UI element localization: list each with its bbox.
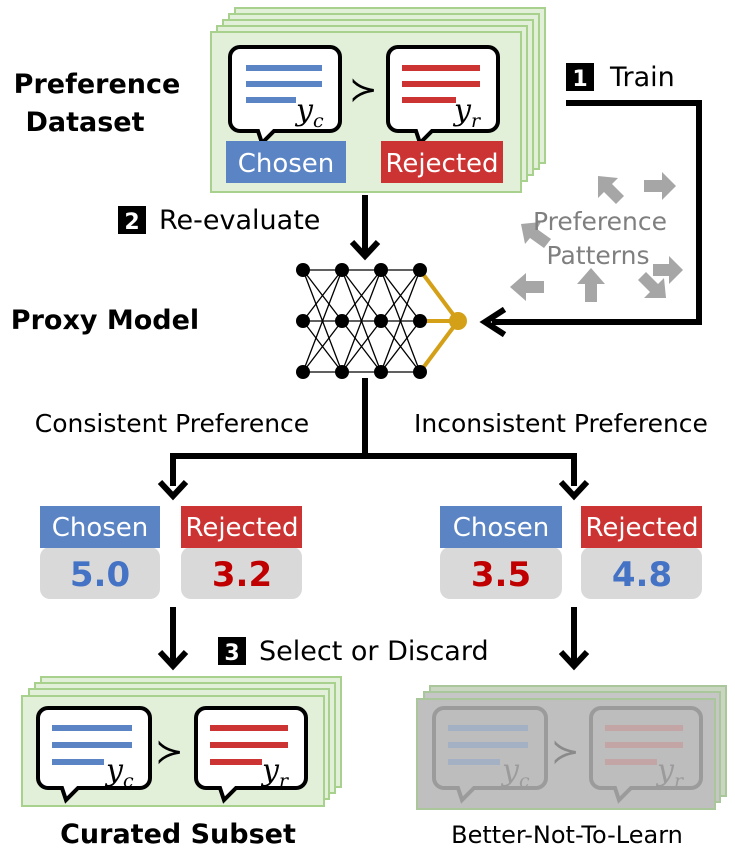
network-output-node [449,312,467,330]
rejected-response-bubble: yr [386,45,500,147]
train-arrow [492,100,702,325]
svg-text:Rejected: Rejected [185,513,298,543]
preference-patterns-label-2: Patterns [547,241,650,270]
dataset-rejected-tag [381,141,503,183]
inconsistent-chosen-score: 3.5 [471,555,531,595]
network-edge [341,269,382,373]
consistent-rejected-card: Rejected 3.2 [181,506,302,599]
consistent-chosen-score: 5.0 [70,555,130,595]
branch-left-head [157,479,189,501]
chosen-response-bubble: yc [228,45,342,147]
inconsistent-rejected-card: Rejected 4.8 [581,506,702,599]
step-2-badge [118,206,146,234]
network-edge [341,269,382,322]
inconsistent-rejected-score: 4.8 [612,555,672,595]
svg-text:Rejected: Rejected [585,513,698,543]
discarded-succ-symbol: ≻ [551,732,580,772]
curated-chosen-bubble: yc [36,706,152,804]
network-node [374,365,388,379]
consistent-preference-label: Consistent Preference [35,409,309,438]
network-edge [380,320,421,373]
branch-right-head [558,479,590,501]
inconsistent-preference-label: Inconsistent Preference [414,409,708,438]
yr-label: yr [452,93,482,132]
inconsistent-chosen-card: Chosen 3.5 [440,506,562,599]
svg-text:Chosen: Chosen [453,513,550,543]
preference-dataset-title-1: Preference [14,69,181,100]
step-3-badge [218,637,246,665]
curated-yr-label: yr [260,753,290,792]
network-edge [302,269,343,373]
network-node [374,314,388,328]
network-node [413,365,427,379]
step-1-label: Train [609,62,675,93]
step-1-badge [566,63,594,91]
discarded-chosen-bubble: yc [432,706,548,804]
curated-succ-symbol: ≻ [155,732,184,772]
branch-bar [170,453,577,486]
succ-symbol: ≻ [349,70,378,110]
select-arrow-left-head [157,649,189,671]
step-3-label: Select or Discard [259,636,489,667]
step-2-label: Re-evaluate [159,205,320,236]
network-node [374,263,388,277]
consistent-chosen-card: Chosen 5.0 [40,506,160,599]
network-edge [380,269,421,373]
proxy-model-title: Proxy Model [11,305,199,336]
discarded-yr-label: yr [655,753,685,792]
yc-label: yc [294,93,324,132]
preference-patterns-label-1: Preference [533,207,667,236]
dataset-chosen-tag [226,141,346,183]
train-arrow-head [479,306,507,338]
network-edge [302,320,343,373]
network-node [296,314,310,328]
discard-arrow-right-head [558,649,590,671]
discarded-yc-label: yc [500,753,530,792]
network-output-edge [418,319,460,374]
preference-dataset-title-2: Dataset [25,107,144,138]
better-not-to-learn-title: Better-Not-To-Learn [451,821,683,849]
dataset-rejected-label: Rejected [385,149,498,179]
network-node [413,263,427,277]
network-node [335,365,349,379]
network-node [296,263,310,277]
network-edge [380,269,421,322]
svg-text:Chosen: Chosen [52,513,149,543]
network-node [413,314,427,328]
reevaluate-arrow-head [349,239,381,261]
curated-yc-label: yc [104,753,134,792]
network-output-edge [418,268,460,323]
discarded-rejected-bubble: yr [589,706,703,804]
network-node [335,263,349,277]
network-node [296,365,310,379]
step-2-number: 2 [124,210,139,235]
network-edge [302,269,343,322]
consistent-rejected-score: 3.2 [212,555,272,595]
step-1-number: 1 [572,67,587,92]
network-edge [341,320,382,373]
network-node [335,314,349,328]
step-3-number: 3 [224,641,239,666]
neural-network-icon [296,263,467,379]
dataset-chosen-label: Chosen [238,149,335,179]
preference-pattern-arrows [510,172,683,302]
curated-subset-title: Curated Subset [60,819,296,850]
curated-rejected-bubble: yr [194,706,308,804]
